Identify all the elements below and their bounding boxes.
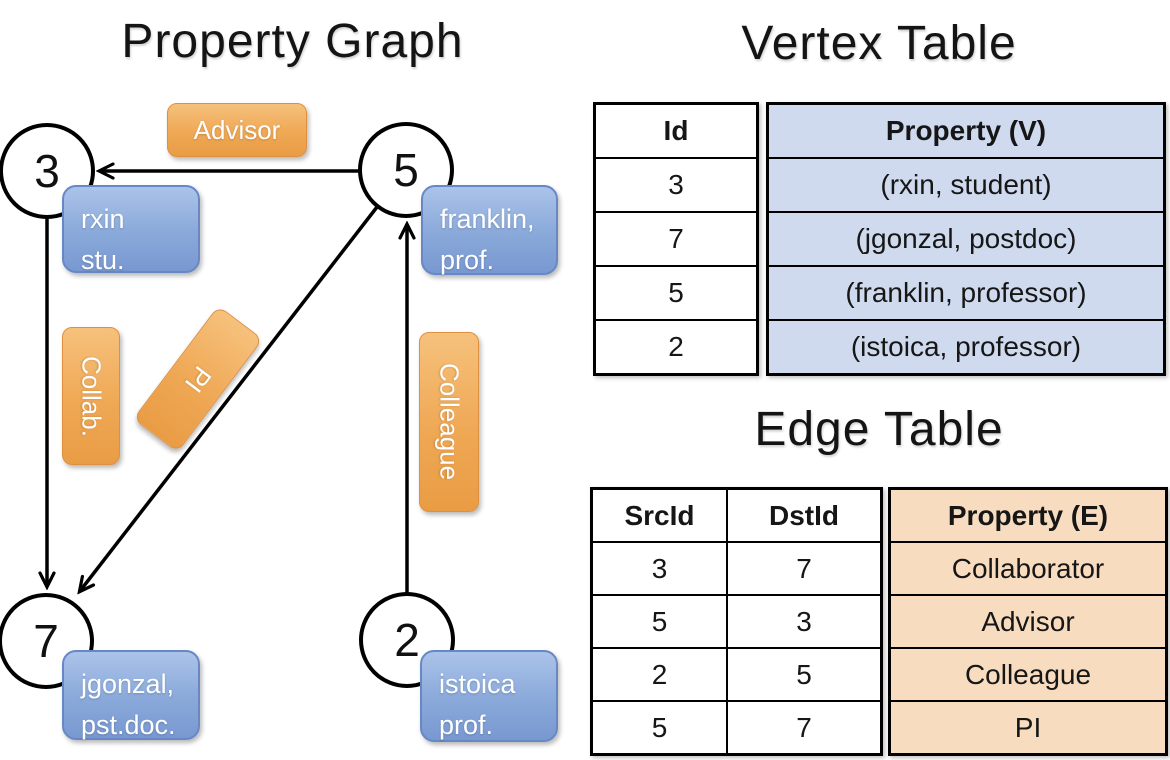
vertex-property-cell: (jgonzal, postdoc) — [769, 213, 1163, 265]
edge-property-cell: Colleague — [891, 649, 1165, 700]
edge-table: SrcId DstId 3 7 5 3 2 5 5 7 Property (E)… — [590, 487, 1168, 756]
edge-property-cell: Advisor — [891, 596, 1165, 647]
graph-node-2: 2 — [359, 592, 455, 688]
vertex-table-header-id: Id — [663, 115, 689, 146]
edge-table-title: Edge Table — [754, 403, 1004, 456]
node-property-line: jgonzal, — [81, 669, 175, 699]
vertex-property-cell: (rxin, student) — [769, 159, 1163, 211]
vertex-property-cell: (istoica, professor) — [769, 321, 1163, 373]
node-property-line: stu. — [81, 244, 125, 275]
edge-dst-cell: 5 — [726, 649, 880, 700]
edge-label-collab: Collab. — [62, 327, 120, 465]
edge-table-header-dstid: DstId — [726, 490, 880, 541]
node-id-label: 2 — [394, 614, 420, 666]
node-property-line: istoica — [439, 669, 516, 699]
node-property-box-rxin: rxin stu. — [62, 185, 200, 275]
node-id-label: 3 — [34, 145, 60, 197]
edge-src-cell: 5 — [651, 605, 668, 637]
edge-pi-5-to-7 — [80, 205, 379, 591]
edge-src-cell: 5 — [651, 711, 668, 743]
property-graph-panel: Property Graph 3 5 7 2 Advisor Collab. P… — [0, 0, 585, 760]
vertex-id-cell: 5 — [668, 277, 684, 308]
node-id-label: 5 — [393, 144, 419, 196]
vertex-table-id-column: Id 3 7 5 2 — [593, 102, 759, 376]
node-property-line: prof. — [439, 709, 494, 740]
edge-label-advisor: Advisor — [167, 103, 307, 157]
edge-table-property-column: Property (E) Collaborator Advisor Collea… — [888, 487, 1168, 756]
graph-edges-canvas — [0, 0, 585, 760]
node-property-line: franklin, — [440, 204, 535, 234]
node-property-line: rxin — [81, 204, 125, 234]
vertex-table-property-column: Property (V) (rxin, student) (jgonzal, p… — [766, 102, 1166, 376]
edge-dst-cell: 3 — [726, 596, 880, 647]
node-id-label: 7 — [33, 615, 59, 667]
node-property-line: pst.doc. — [81, 709, 176, 740]
vertex-table: Id 3 7 5 2 Property (V) (rxin, student) … — [593, 102, 1166, 376]
edge-dst-cell: 7 — [726, 702, 880, 753]
edge-dst-cell: 7 — [726, 543, 880, 594]
node-property-box-jgonzal: jgonzal, pst.doc. — [62, 650, 200, 740]
vertex-property-cell: (franklin, professor) — [769, 267, 1163, 319]
edge-table-header-property: Property (E) — [891, 490, 1165, 541]
node-property-line: prof. — [440, 244, 495, 275]
edge-src-cell: 2 — [651, 658, 668, 690]
node-property-box-istoica: istoica prof. — [420, 650, 558, 742]
vertex-table-title: Vertex Table — [741, 17, 1017, 70]
edge-label-colleague: Colleague — [419, 332, 479, 512]
edge-table-header-srcid: SrcId — [624, 499, 695, 531]
edge-property-cell: PI — [891, 702, 1165, 753]
vertex-id-cell: 2 — [668, 331, 684, 362]
edge-table-id-columns: SrcId DstId 3 7 5 3 2 5 5 7 — [590, 487, 883, 756]
vertex-id-cell: 7 — [668, 223, 684, 254]
graph-node-5: 5 — [358, 122, 454, 218]
vertex-table-header-property: Property (V) — [769, 105, 1163, 157]
edge-src-cell: 3 — [651, 552, 668, 584]
node-property-box-franklin: franklin, prof. — [421, 185, 558, 275]
vertex-id-cell: 3 — [668, 169, 684, 200]
edge-property-cell: Collaborator — [891, 543, 1165, 594]
property-graph-title: Property Graph — [121, 15, 464, 68]
